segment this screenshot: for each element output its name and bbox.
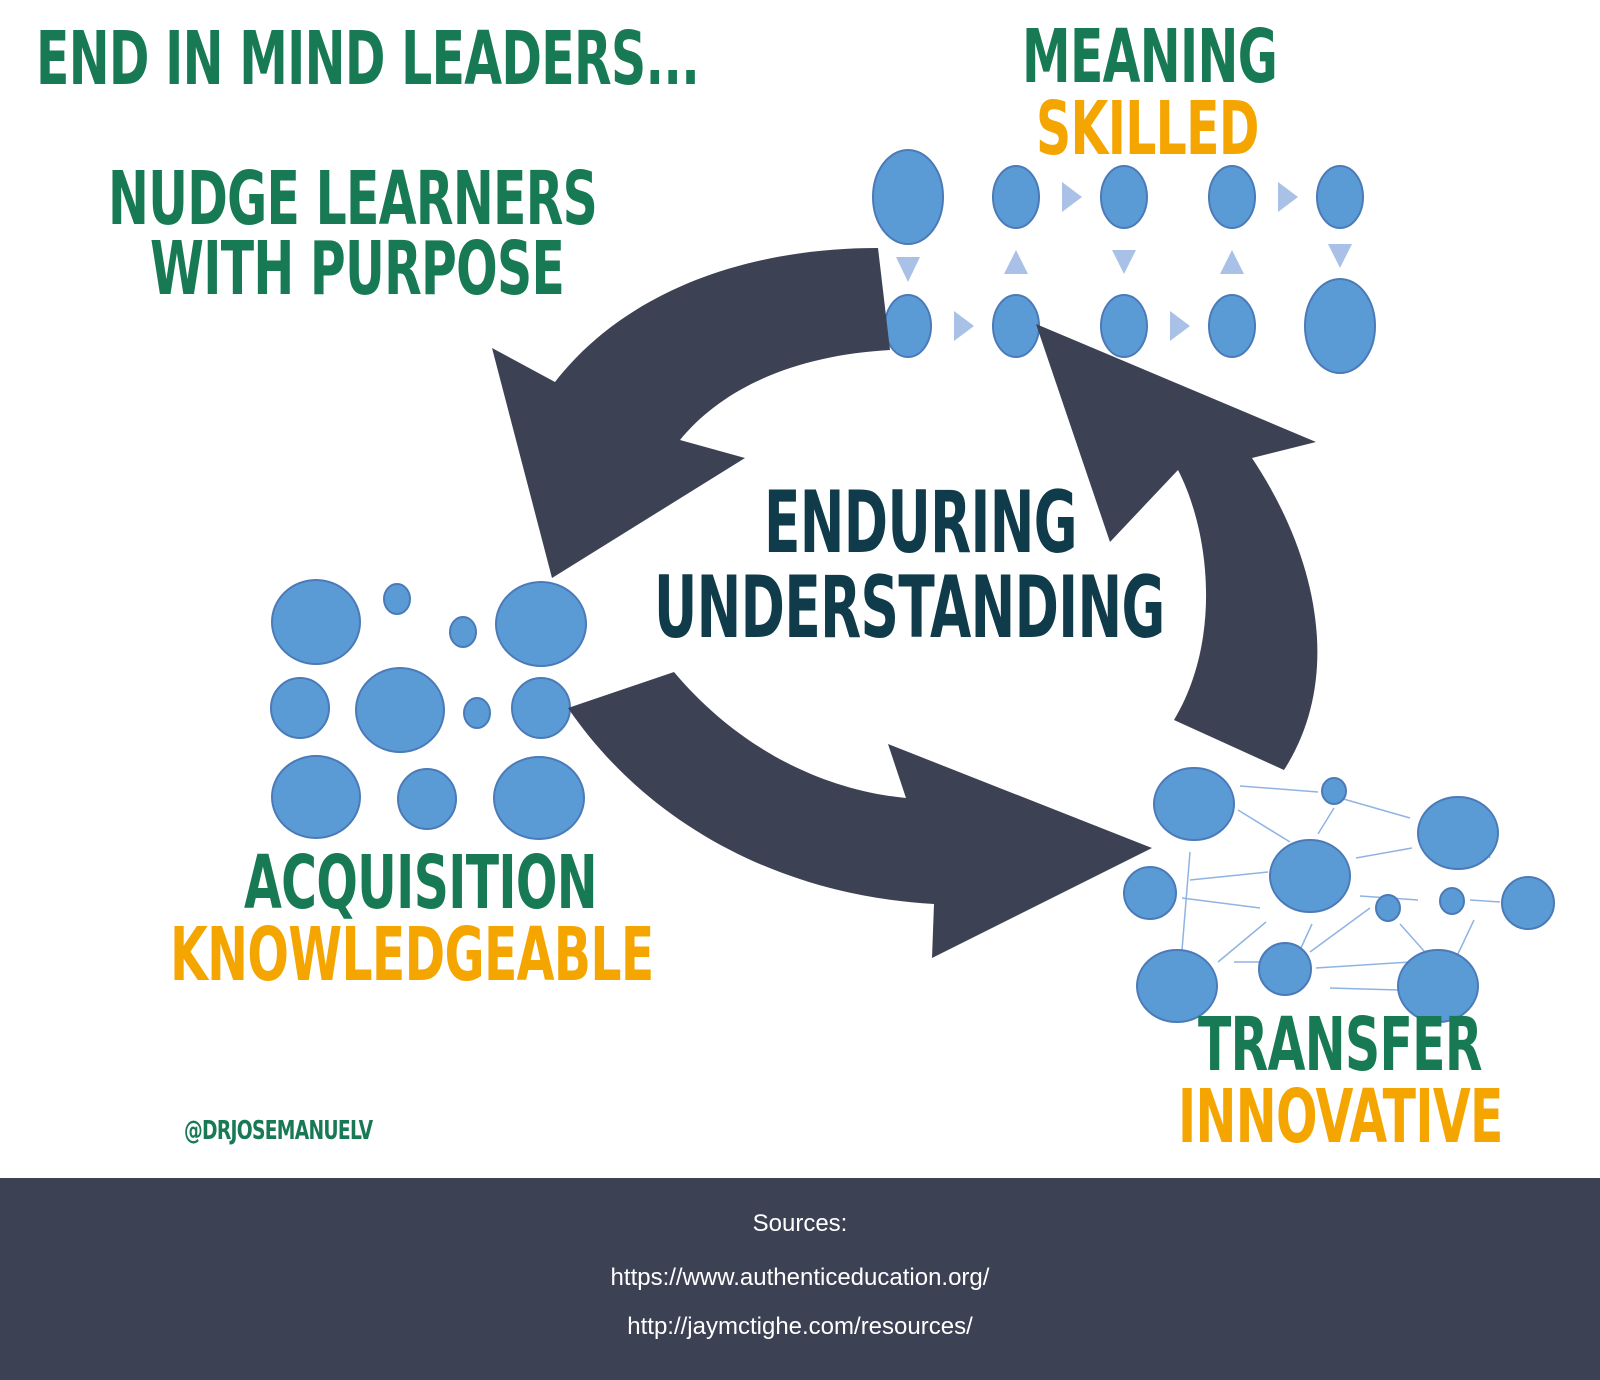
acquisition-circle — [271, 755, 361, 839]
acquisition-circle-cluster — [270, 579, 587, 840]
meaning-circle — [1208, 294, 1256, 358]
network-node — [1397, 949, 1479, 1023]
cycle-arrows — [492, 248, 1318, 958]
acquisition-circle — [463, 697, 491, 729]
cycle-arrow-top — [492, 248, 890, 578]
sources-footer: Sources: https://www.authenticeducation.… — [0, 1178, 1600, 1380]
transfer-network-links — [1181, 785, 1501, 991]
flow-arrow — [1004, 250, 1028, 274]
center-label-line-1: ENDURING — [764, 473, 1078, 573]
network-link — [1455, 919, 1475, 959]
acquisition-circle — [493, 756, 585, 840]
meaning-circle — [884, 294, 932, 358]
transfer-label: TRANSFER — [1198, 1002, 1482, 1088]
acquisition-circle — [355, 667, 445, 753]
acquisition-label: ACQUISITION — [244, 840, 598, 926]
meaning-circle — [992, 165, 1040, 229]
meaning-circle — [992, 294, 1040, 358]
flow-arrow — [1170, 311, 1190, 341]
meaning-label: MEANING — [1022, 14, 1278, 100]
flow-arrow — [1112, 250, 1136, 274]
nudge-text-line-1: NUDGE LEARNERS — [108, 156, 598, 242]
center-label-line-2: UNDERSTANDING — [654, 558, 1165, 658]
meaning-circle — [1100, 294, 1148, 358]
flow-arrow — [1328, 244, 1352, 268]
cycle-arrow-bottom — [568, 672, 1152, 958]
network-link — [1315, 961, 1411, 969]
network-link — [1239, 785, 1319, 793]
headline-title: END IN MIND LEADERS... — [36, 16, 700, 102]
flow-arrow — [1220, 250, 1244, 274]
flow-arrow — [954, 311, 974, 341]
meaning-circle-grid — [872, 149, 1376, 374]
acquisition-circle — [449, 616, 477, 648]
meaning-circle — [872, 149, 944, 245]
acquisition-circle — [270, 677, 330, 739]
source-link-jay-mctighe[interactable]: http://jaymctighe.com/resources/ — [627, 1313, 973, 1340]
flow-arrow — [896, 257, 920, 282]
network-link — [1217, 921, 1267, 963]
network-link — [1299, 923, 1313, 951]
flow-arrow — [1278, 182, 1298, 212]
network-link — [1237, 809, 1291, 843]
network-node — [1258, 942, 1312, 996]
network-node — [1375, 894, 1401, 922]
network-link — [1469, 899, 1501, 903]
network-link — [1181, 897, 1261, 909]
network-node — [1321, 777, 1347, 805]
network-node — [1269, 839, 1351, 913]
sources-label: Sources: — [752, 1210, 848, 1237]
network-node — [1417, 796, 1499, 870]
nudge-text-line-2: WITH PURPOSE — [150, 226, 565, 312]
network-link — [1355, 847, 1413, 859]
acquisition-circle — [271, 579, 361, 665]
skilled-label: SKILLED — [1036, 86, 1259, 172]
acquisition-circle — [511, 677, 571, 739]
network-node — [1153, 767, 1235, 841]
meaning-circle — [1208, 165, 1256, 229]
cycle-diagram — [270, 149, 1555, 1023]
network-node — [1123, 866, 1177, 920]
acquisition-circle — [495, 581, 587, 667]
meaning-circle — [1316, 165, 1364, 229]
network-node — [1136, 949, 1218, 1023]
acquisition-circle — [397, 768, 457, 830]
innovative-label: INNOVATIVE — [1178, 1074, 1503, 1160]
transfer-network-nodes — [1123, 767, 1555, 1023]
network-node — [1501, 876, 1555, 930]
network-link — [1329, 987, 1401, 991]
acquisition-circle — [383, 583, 411, 615]
network-link — [1317, 807, 1335, 835]
network-link — [1181, 851, 1191, 951]
meaning-circle — [1304, 278, 1376, 374]
network-node — [1439, 887, 1465, 915]
source-link-authentic-education[interactable]: https://www.authenticeducation.org/ — [610, 1264, 990, 1291]
flow-arrow — [1062, 182, 1082, 212]
network-link — [1339, 797, 1411, 819]
meaning-flow-arrows — [896, 182, 1352, 341]
author-handle: @DRJOSEMANUELV — [184, 1116, 373, 1146]
cycle-arrow-right — [1036, 324, 1318, 770]
knowledgeable-label: KNOWLEDGEABLE — [170, 912, 654, 998]
network-link — [1309, 907, 1371, 953]
meaning-circle — [1100, 165, 1148, 229]
network-link — [1189, 871, 1269, 881]
